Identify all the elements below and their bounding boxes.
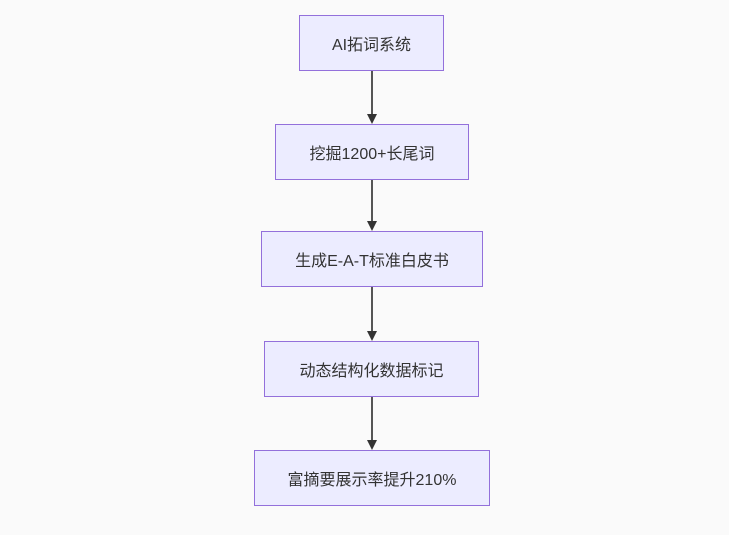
flow-arrow — [367, 287, 377, 341]
flow-node-structured-data-markup: 动态结构化数据标记 — [264, 341, 479, 397]
flow-node-ai-keyword-system: AI拓词系统 — [299, 15, 444, 71]
arrowhead-down-icon — [367, 114, 377, 124]
flow-node-label: 动态结构化数据标记 — [299, 363, 444, 380]
flow-arrow — [367, 397, 377, 450]
flow-node-longtail-mining: 挖掘1200+长尾词 — [275, 124, 469, 180]
flow-node-rich-snippet-result: 富摘要展示率提升210% — [254, 450, 490, 506]
arrow-line — [371, 397, 373, 440]
flow-arrow — [367, 180, 377, 231]
arrow-line — [371, 71, 373, 114]
flow-node-label: AI拓词系统 — [331, 37, 412, 54]
arrowhead-down-icon — [367, 440, 377, 450]
flow-node-label: 生成E-A-T标准白皮书 — [295, 253, 449, 270]
flow-node-eat-whitepaper: 生成E-A-T标准白皮书 — [261, 231, 483, 287]
flow-arrow — [367, 71, 377, 124]
flow-node-label: 富摘要展示率提升210% — [287, 472, 457, 489]
arrowhead-down-icon — [367, 331, 377, 341]
arrowhead-down-icon — [367, 221, 377, 231]
arrow-line — [371, 287, 373, 331]
flow-node-label: 挖掘1200+长尾词 — [309, 146, 435, 163]
arrow-line — [371, 180, 373, 221]
